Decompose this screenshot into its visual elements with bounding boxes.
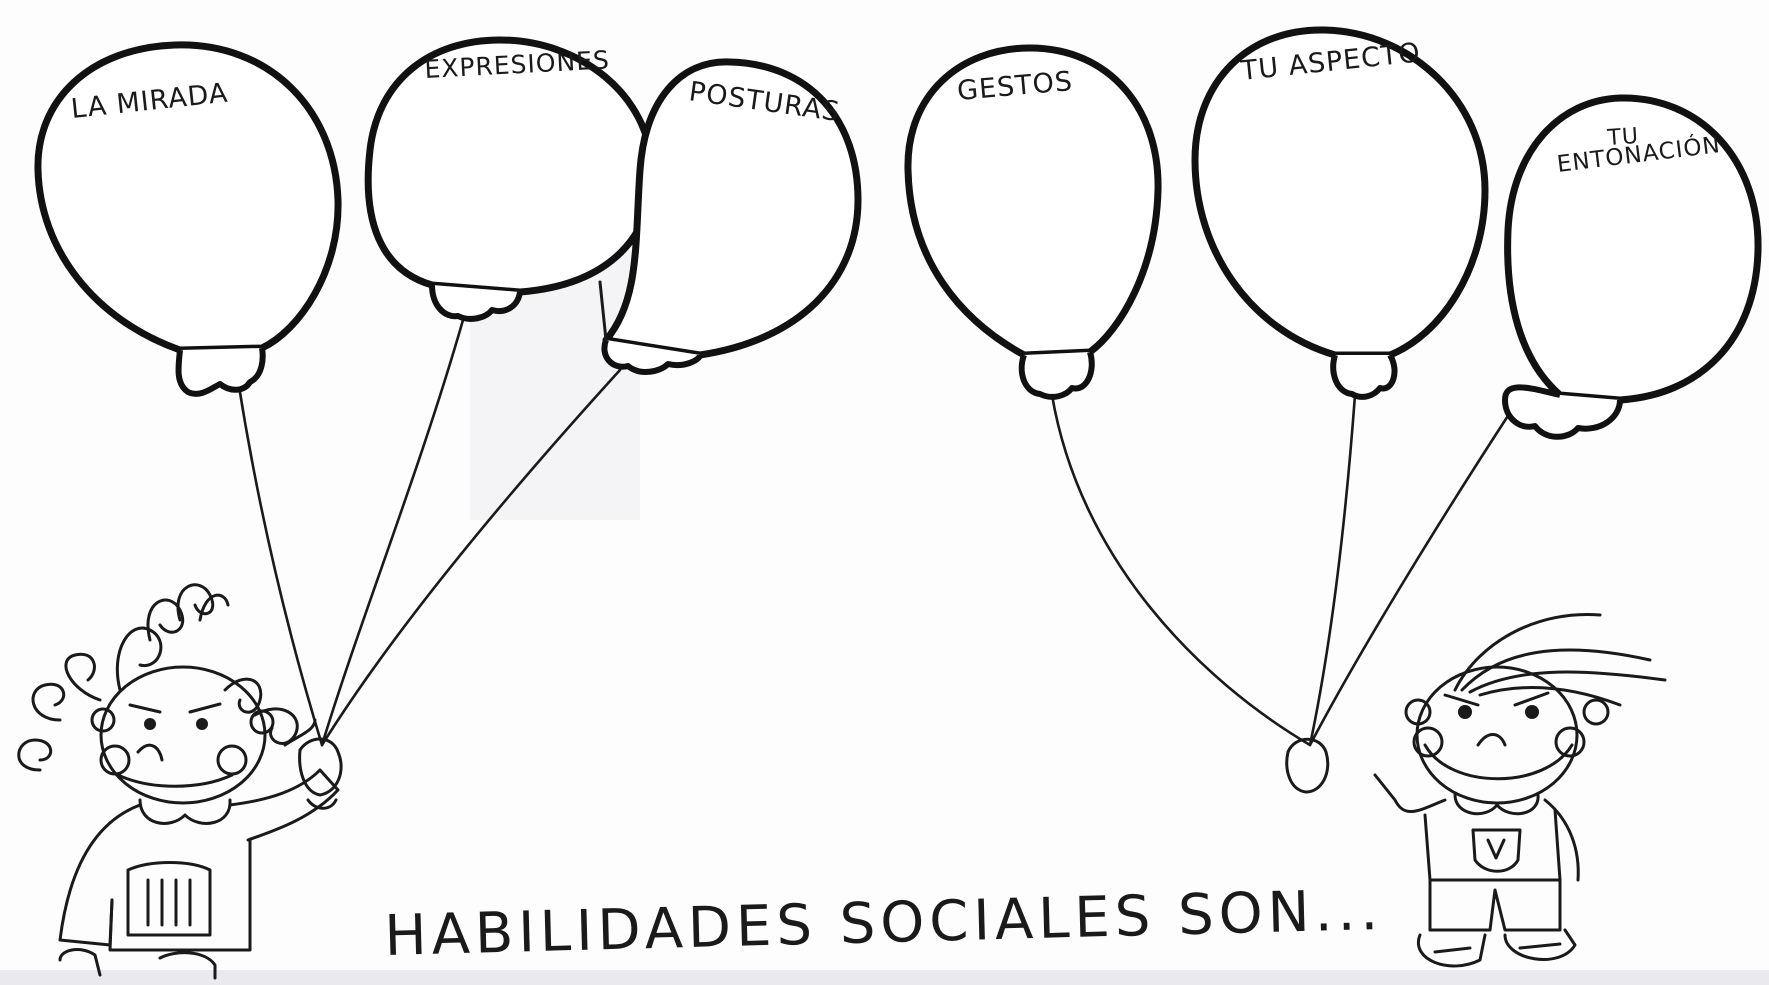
balloon-gestos: GESTOS [904,44,1162,400]
girl-ear-right [249,709,275,735]
boy-ear-left [1404,698,1432,726]
balloon-tu-entonacion: TU ENTONACIÓN [1502,94,1762,440]
posturas-string-tick [598,280,608,342]
balloon-la-mirada: LA MIRADA [34,41,342,397]
girl-smile [116,773,234,788]
balloon-label-tu: TU [1606,124,1640,151]
girl-nose [136,743,164,762]
girl-shoe-left [58,948,102,977]
boy-eye-left [1458,705,1472,719]
girl-eyebrow-left [128,703,162,714]
boy-nose [1476,733,1507,747]
worksheet-title: HABILIDADES SOCIALES SON... [384,878,1384,969]
boy-eyebrow-left [1443,693,1480,707]
boy-right-arm [1543,798,1580,882]
girl-cheek-left [99,744,131,776]
girl-eye-left [144,718,156,730]
girl-illustration [17,583,343,980]
string-gestos [1050,393,1312,747]
boy-hair-4 [1478,686,1622,707]
boy-shoe-right [1503,928,1577,961]
boy-smile [1423,743,1574,781]
girl-eyebrow-right [188,702,222,714]
girl-head [99,665,267,805]
boy-eye-right [1525,705,1539,719]
girl-pocket-stripes [146,878,192,927]
girl-cheek-right [216,744,248,776]
string-tu-entonacion [1308,403,1517,747]
boy-ear-right [1582,698,1610,726]
boy-shoe-stripes [1433,942,1562,954]
boy-cheek-left [1412,726,1444,758]
boy-cheek-right [1554,726,1586,758]
girl-right-arm [228,768,340,842]
boy-left-arm [1373,773,1447,814]
boy-shirt-badge [1471,828,1522,873]
boy-eyebrow-right [1513,691,1550,707]
scan-edge [0,970,1769,985]
girl-hair-curls [17,583,317,772]
boy-illustration [1285,612,1667,968]
balloon-tu-aspecto: TU ASPECTO [1191,26,1489,400]
balloon-posturas: POSTURAS [598,58,862,375]
boy-hair-3 [1468,670,1667,694]
boy-collar [1453,793,1540,816]
boy-hand [1285,737,1330,794]
string-tu-aspecto [1308,393,1357,747]
balloon-strings-right [1050,393,1517,747]
girl-dress [108,838,252,952]
boy-shirt [1423,808,1562,882]
girl-collar [138,798,232,825]
boy-shoe-left [1416,933,1487,968]
boy-hair-2 [1460,648,1652,692]
boy-badge-mark [1486,838,1506,860]
girl-eye-right [196,718,208,730]
boy-shorts [1428,878,1562,932]
girl-hand [298,737,343,797]
girl-ear-left [90,707,116,733]
girl-hand-cuff [306,798,338,810]
girl-left-arm [58,803,142,947]
string-expresiones [320,318,465,747]
girl-shoe-right [158,951,217,980]
girl-pocket [126,861,212,937]
balloon-strings-left [236,318,622,747]
string-la-mirada [236,378,324,747]
string-posturas [320,368,622,747]
